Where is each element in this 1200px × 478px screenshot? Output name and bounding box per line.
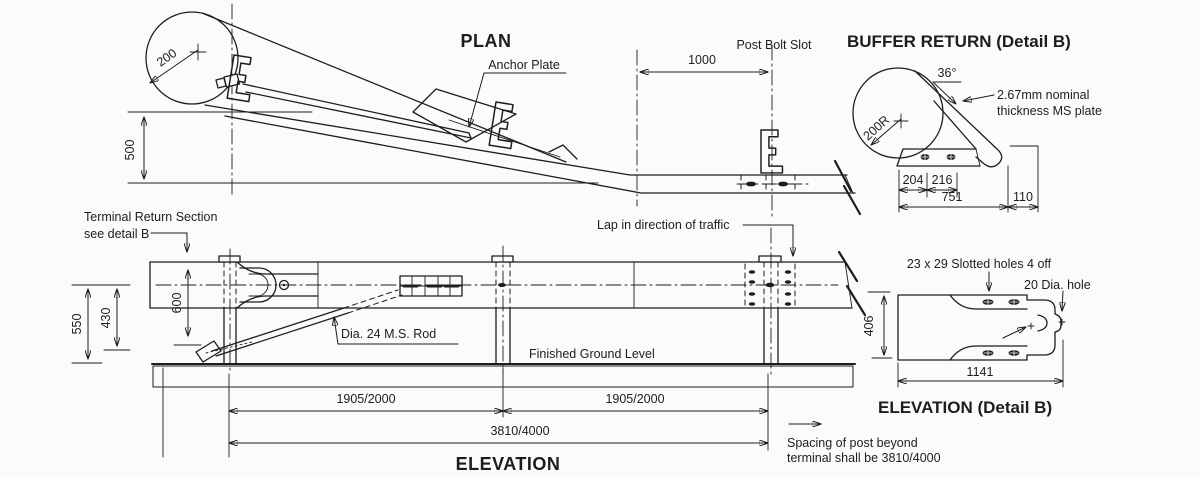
post-cap — [491, 255, 514, 263]
buffer-return-dimensions: 204 216 751 110 — [898, 145, 1039, 213]
spacing-note-line1: Spacing of post beyond — [787, 436, 918, 450]
dim-406: 406 — [862, 316, 876, 337]
ms-rod — [195, 289, 403, 363]
post-lap — [758, 227, 782, 375]
post-bolt-slot-label: Post Bolt Slot — [736, 38, 812, 52]
center-mark — [893, 113, 909, 129]
plan-rail-bottom-edge — [224, 115, 856, 194]
ground: Finished Ground Level — [151, 347, 856, 388]
dim-500: 500 — [123, 140, 137, 161]
dim-751: 751 — [942, 190, 963, 204]
hole-label: 20 Dia. hole — [1024, 278, 1091, 292]
finished-ground-level-label: Finished Ground Level — [529, 347, 655, 361]
terminal-return-leader — [150, 232, 187, 253]
plan-dimensions: 500 1000 200 — [123, 43, 769, 180]
dim-600: 600 — [170, 293, 184, 314]
detail-b-callouts: 23 x 29 Slotted holes 4 off 20 Dia. hole — [907, 257, 1091, 312]
elevation-break-mark — [837, 250, 859, 283]
dim-span-total: 3810/4000 — [490, 424, 549, 438]
radius-leader-200R — [871, 118, 902, 145]
radius-leader-200 — [150, 49, 199, 83]
elevation-span-dimensions: 1905/2000 1905/2000 3810/4000 ELEVATION — [162, 367, 769, 474]
rod-ground-anchor — [195, 340, 222, 363]
hole-leader — [1062, 290, 1063, 312]
dim-550: 550 — [70, 314, 84, 335]
detail-b-dimensions: 406 1141 — [862, 291, 1064, 388]
post-terminal — [218, 248, 241, 375]
dim-span-right: 1905/2000 — [605, 392, 664, 406]
detail-b-outline — [897, 294, 1066, 361]
rod-label: Dia. 24 M.S. Rod — [341, 327, 436, 341]
buffer-return-outline — [852, 67, 1003, 168]
terminal-return-section — [236, 261, 319, 309]
lap-label: Lap in direction of traffic — [597, 218, 729, 232]
buffer-tangent-edge — [201, 12, 567, 163]
terminal-return-label-line2: see detail B — [84, 227, 149, 241]
elevation-callouts: Terminal Return Section see detail B Lap… — [84, 210, 793, 345]
rod-anchor-washer — [215, 77, 227, 89]
plan-lap-step — [548, 144, 578, 160]
buffer-return-loop — [852, 67, 944, 159]
plan-rail-top-edge — [204, 104, 848, 176]
plan-bolt-slots — [736, 174, 813, 194]
dim-110: 110 — [1013, 190, 1033, 204]
spacing-note-line2: terminal shall be 3810/4000 — [787, 451, 941, 465]
plate-note-leader — [963, 94, 995, 101]
lap-joint-bolts — [744, 263, 796, 307]
post-cap — [758, 255, 782, 263]
dim-1141: 1141 — [967, 365, 994, 379]
plan-break-mark — [842, 184, 862, 216]
post-spacing-note: Spacing of post beyond terminal shall be… — [787, 424, 941, 465]
plate-note-line1: 2.67mm nominal — [997, 88, 1089, 102]
hole-center-marks — [1027, 318, 1066, 330]
center-mark — [189, 43, 207, 61]
post-cap — [218, 255, 241, 263]
anchor-plate-elevation — [399, 275, 463, 297]
plan-buffer-loop — [145, 11, 567, 163]
dim-1000: 1000 — [688, 53, 716, 67]
dim-216: 216 — [932, 173, 953, 187]
elevation-break-mark — [845, 284, 867, 317]
terminal-return-label-line1: Terminal Return Section — [84, 210, 217, 224]
plan-labels: PLAN Anchor Plate Post Bolt Slot — [461, 31, 812, 127]
buffer-loop-circle — [145, 11, 239, 105]
elevation-view: Finished Ground Level 550 430 600 Termin… — [70, 210, 941, 474]
post-middle — [491, 245, 514, 375]
buffer-return-title: BUFFER RETURN (Detail B) — [847, 32, 1071, 51]
buffer-return-detail: BUFFER RETURN (Detail B) 36° 200R 2.67 — [847, 32, 1102, 213]
dim-204: 204 — [903, 173, 924, 187]
plan-break-mark — [833, 159, 853, 193]
mount-bolts — [920, 153, 956, 161]
plan-title: PLAN — [461, 31, 512, 51]
anchor-plate-leader — [469, 72, 485, 127]
plan-rail — [204, 88, 862, 216]
slotted-holes-label: 23 x 29 Slotted holes 4 off — [907, 257, 1052, 271]
beam-valley — [1037, 314, 1048, 332]
beam-end-profile — [1026, 294, 1062, 361]
dim-200R: 200R — [861, 113, 893, 143]
detail-b-elevation: 23 x 29 Slotted holes 4 off 20 Dia. hole… — [862, 257, 1091, 417]
beam-end-profile — [239, 267, 277, 303]
lap-leader — [742, 224, 793, 257]
dim-430: 430 — [99, 308, 113, 329]
elevation-posts — [218, 227, 782, 375]
plan-reference-lines — [127, 111, 599, 184]
post-bolt — [498, 283, 506, 287]
elevation-title: ELEVATION — [456, 454, 561, 474]
terminal-plate-outline — [897, 294, 1028, 361]
plan-flare-plate — [412, 88, 517, 143]
plan-anchor-plate-strip — [215, 73, 472, 139]
dim-span-left: 1905/2000 — [336, 392, 395, 406]
terminal-hole — [278, 279, 290, 291]
plan-view: 500 1000 200 PLAN Anchor Plate Post Bolt… — [123, 3, 862, 217]
detail-b-title: ELEVATION (Detail B) — [878, 398, 1052, 417]
anchor-plate-label: Anchor Plate — [488, 58, 560, 72]
plate-note-line2: thickness MS plate — [997, 104, 1102, 118]
elevation-left-dimensions: 550 430 600 — [70, 269, 202, 364]
detail-b-slots — [982, 299, 1020, 356]
dim-angle-36: 36° — [938, 66, 957, 80]
rod-leader — [334, 317, 339, 345]
